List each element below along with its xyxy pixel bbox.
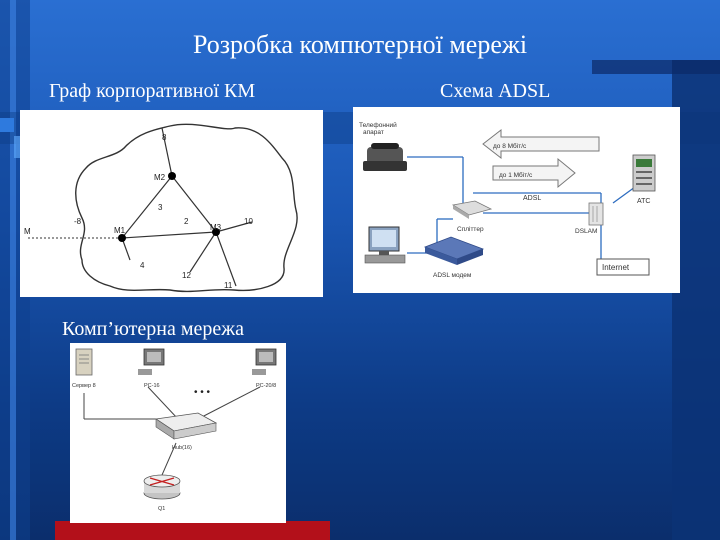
splitter-label: Спліттер [457,225,484,233]
server-icon [75,348,93,376]
graph-heading: Граф корпоративної КМ [49,80,256,102]
decor-right-block [672,60,720,540]
arrow-down-label: до 1 Мбіт/с [499,171,533,179]
pc2-icon [252,348,277,375]
atc-icon [632,154,656,192]
switch-icon [154,412,218,440]
edge-label: 4 [140,261,145,270]
network-heading: Комп’ютерна мережа [62,318,244,340]
dslam-icon [588,202,604,226]
decor-right-bar [592,60,720,74]
modem-icon [423,236,485,265]
modem-label: ADSL модем [433,272,472,279]
internet-label: Internet [602,263,630,272]
slide-title: Розробка компютерної мережі [192,30,528,59]
arrow-down-icon [492,157,576,189]
arrow-up-icon [482,128,600,160]
computer-icon [364,226,406,264]
ellipsis: • • • [194,387,211,398]
phone-icon [363,143,407,171]
router-icon [143,474,181,500]
edge-label: 2 [184,217,189,226]
server-label: Сервер 8 [72,383,96,389]
splitter-icon [451,200,493,219]
node-m1-label: M1 [114,226,126,235]
decor-bottom-red-bar [55,521,330,540]
adsl-heading: Схема ADSL [440,80,551,102]
phone-label: апарат [363,129,384,136]
decor-square-small [0,118,14,132]
switch-label: Hub(16) [172,445,192,451]
node-m3-label: M3 [210,223,222,232]
router-label: Q1 [158,506,165,512]
arrow-up-label: до 8 Мбіт/с [493,142,527,150]
edge-label: -8 [74,217,82,226]
phone-label: Телефонний [359,121,397,129]
adsl-image: Телефонний апарат до 8 Мбіт/с до 1 Мбіт/… [353,107,680,293]
internet-box [596,258,650,276]
pc1-icon [138,348,165,375]
atc-label: АТС [637,198,650,205]
dslam-label: DSLAM [575,228,597,235]
node-m-label: M [24,227,31,236]
node-m2-label: M2 [154,173,166,182]
edge-label: 3 [158,203,163,212]
edge-label: 8 [162,133,167,142]
decor-left-strip [10,0,16,540]
edge-label: 11 [224,281,233,290]
edge-label: 10 [244,217,253,226]
adsl-line-label: ADSL [523,195,541,202]
graph-image: M M1 M2 M3 8 -8 3 2 10 4 12 11 [20,110,323,297]
network-image: Сервер 8 PC-16 • • • PC-20/8 Hub(16) Q1 [70,343,286,523]
edge-label: 12 [182,271,191,280]
pc2-label: PC-20/8 [256,383,276,389]
pc1-label: PC-16 [144,383,160,389]
